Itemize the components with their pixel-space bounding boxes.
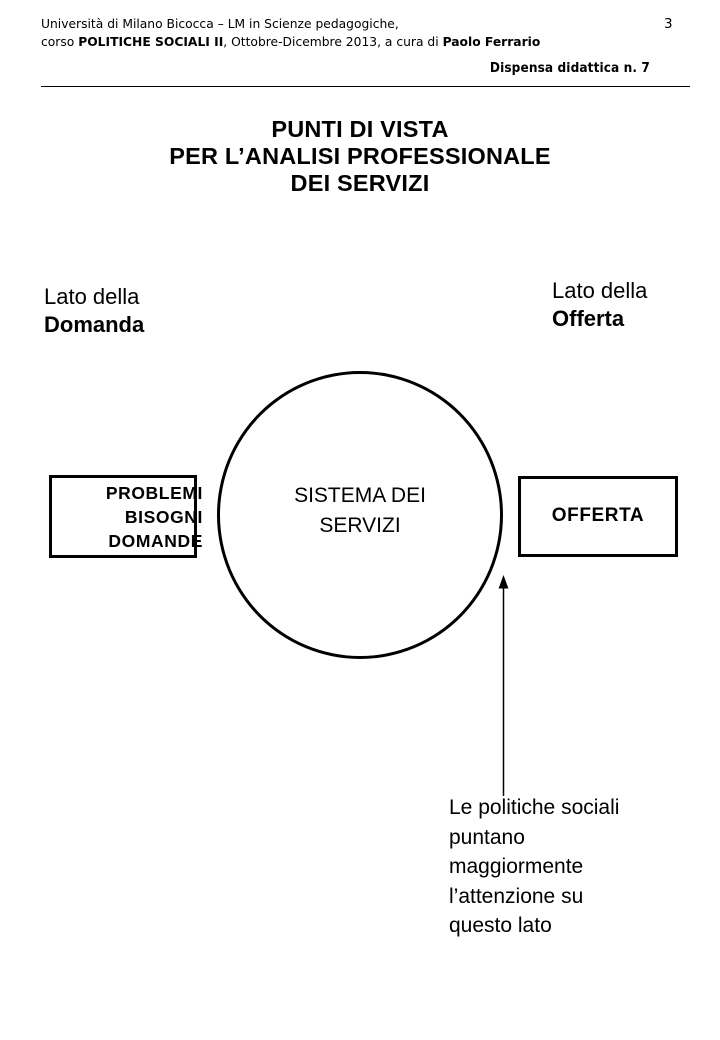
label-supply-side-line-2: Offerta	[552, 306, 625, 331]
services-system-circle	[217, 371, 503, 659]
page-number: 3	[664, 16, 673, 32]
demand-box	[49, 475, 197, 558]
supply-box	[518, 476, 678, 557]
header-course-name: POLITICHE SOCIALI II	[78, 35, 224, 49]
caption-line-4: l’attenzione su	[449, 884, 584, 908]
header-affiliation-text: Università di Milano Bicocca – LM in Sci…	[41, 17, 399, 31]
label-supply-side-line-1: Lato della	[552, 278, 648, 303]
services-system-label: SISTEMA DEI SERVIZI	[217, 481, 503, 541]
page-title: PUNTI DI VISTA PER L’ANALISI PROFESSIONA…	[0, 116, 720, 197]
page-title-line-3: DEI SERVIZI	[290, 170, 430, 196]
document-header: Università di Milano Bicocca – LM in Sci…	[41, 15, 691, 51]
label-demand-side: Lato della Domanda	[44, 283, 144, 339]
caption-text: Le politiche sociali puntano maggiorment…	[449, 793, 699, 941]
header-line-course: corso POLITICHE SOCIALI II, Ottobre-Dice…	[41, 33, 691, 51]
label-demand-side-line-1: Lato della	[44, 284, 140, 309]
caption-line-1: Le politiche sociali	[449, 796, 620, 819]
header-course-prefix: corso	[41, 35, 79, 49]
caption-line-2: puntano	[449, 825, 525, 849]
arrow-up-icon	[498, 575, 509, 796]
header-author-name: Paolo Ferrario	[442, 35, 541, 49]
caption-line-5: questo lato	[449, 914, 552, 937]
services-system-label-line-1: SISTEMA DEI	[294, 484, 426, 507]
header-course-dates: , Ottobre-Dicembre 2013, a cura di	[223, 35, 443, 49]
header-line-affiliation: Università di Milano Bicocca – LM in Sci…	[41, 15, 691, 33]
header-divider	[41, 86, 690, 87]
page-title-line-1: PUNTI DI VISTA	[271, 116, 449, 142]
services-system-label-line-2: SERVIZI	[319, 514, 401, 537]
label-demand-side-line-2: Domanda	[44, 312, 145, 337]
handout-label: Dispensa didattica n. 7	[489, 60, 650, 76]
page-title-line-2: PER L’ANALISI PROFESSIONALE	[169, 143, 551, 169]
caption-line-3: maggiormente	[449, 855, 584, 878]
label-supply-side: Lato della Offerta	[552, 277, 647, 333]
